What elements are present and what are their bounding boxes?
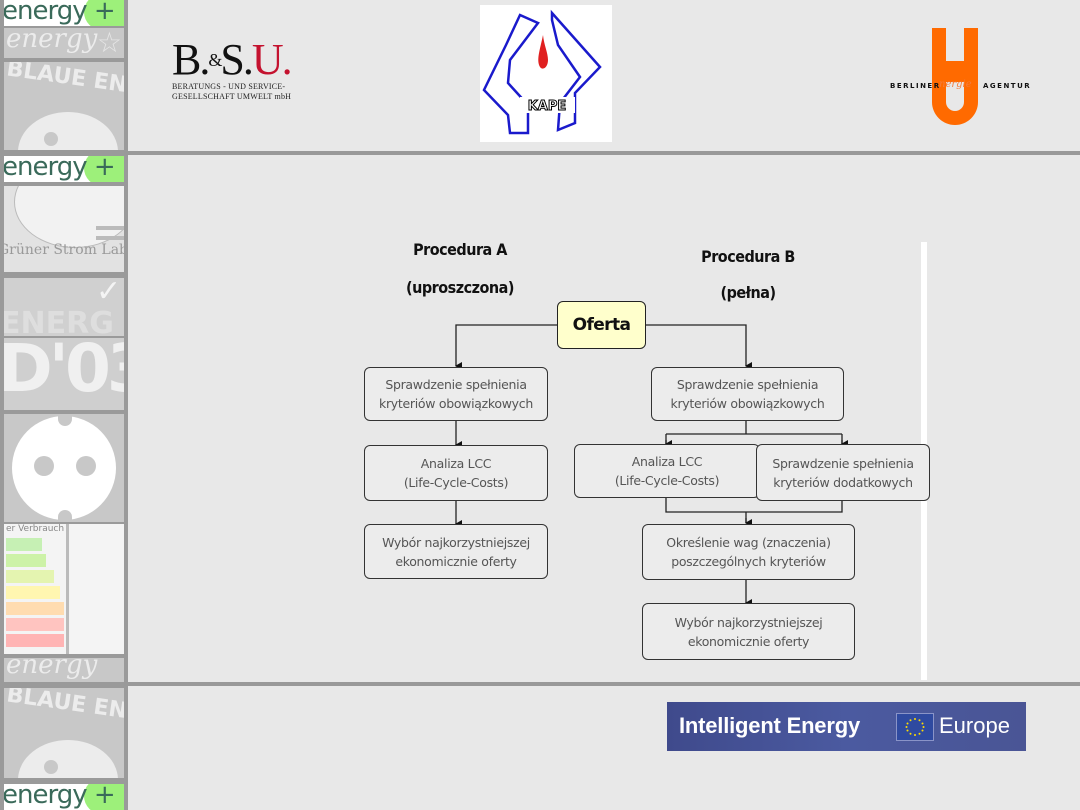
bea-u-mark bbox=[932, 28, 978, 125]
procedure-a-title: Procedura A bbox=[413, 240, 507, 259]
check-icon: ✓ bbox=[96, 278, 122, 309]
energy-plus-text: energy + bbox=[4, 0, 116, 26]
procedure-b-subtitle: (pełna) bbox=[720, 283, 776, 302]
connector-b-merge bbox=[665, 498, 843, 523]
procedure-a-subtitle: (uproszczona) bbox=[406, 278, 514, 297]
blaue-engel-logo: BLAUE ENGEL bbox=[4, 62, 124, 150]
a-step-lcc-analysis: Analiza LCC(Life-Cycle-Costs) bbox=[364, 445, 548, 501]
kape-logo: KAPE bbox=[480, 5, 612, 142]
energy-check-logo: ENERG ✓ bbox=[4, 278, 124, 336]
intelligent-energy-europe-logo: Intelligent Energy Europe bbox=[667, 702, 1026, 751]
energy-plus-logo: energy + bbox=[4, 0, 124, 26]
eu-energy-label: er Verbrauch bbox=[4, 524, 124, 654]
header-separator bbox=[124, 151, 1080, 155]
energy-year-logo: D'03 bbox=[4, 338, 124, 410]
gruener-strom-logo: Grüner Strom Label e.V. bbox=[4, 186, 124, 272]
connector-b-split bbox=[665, 421, 843, 444]
star-icon: ☆ bbox=[96, 28, 122, 58]
procedure-b-title: Procedura B bbox=[701, 247, 795, 266]
kape-label: KAPE bbox=[528, 99, 567, 114]
eu-flag-icon bbox=[896, 713, 934, 741]
bsu-line2: GESELLSCHAFT UMWELT mbH bbox=[172, 92, 292, 101]
energy-star-logo: energy ☆ bbox=[4, 28, 124, 58]
blaue-engel-logo: BLAUE ENGEL bbox=[4, 688, 124, 778]
energy-plus-logo: energy + bbox=[4, 784, 124, 810]
footer-separator bbox=[124, 682, 1080, 686]
b-step-define-weights: Określenie wag (znaczenia)poszczególnych… bbox=[642, 524, 855, 580]
bsu-line1: BERATUNGS - UND SERVICE- bbox=[172, 82, 286, 91]
connector-offer-to-a bbox=[455, 324, 557, 370]
b-step-lcc-analysis: Analiza LCC(Life-Cycle-Costs) bbox=[574, 444, 760, 498]
left-decorative-strip: energy + energy ☆ BLAUE ENGEL energy + G… bbox=[0, 0, 128, 810]
connector-offer-to-b bbox=[646, 324, 752, 370]
offer-box: Oferta bbox=[557, 301, 646, 349]
bsu-logo: B.&S.U. BERATUNGS - UND SERVICE- GESELLS… bbox=[172, 38, 302, 102]
energy-plus-logo: energy + bbox=[4, 156, 124, 182]
energy-star-logo: energy bbox=[4, 658, 124, 682]
plug-socket-image bbox=[4, 414, 124, 522]
berliner-energieagentur-logo: BERLINER nergie AGENTUR bbox=[890, 28, 1030, 128]
